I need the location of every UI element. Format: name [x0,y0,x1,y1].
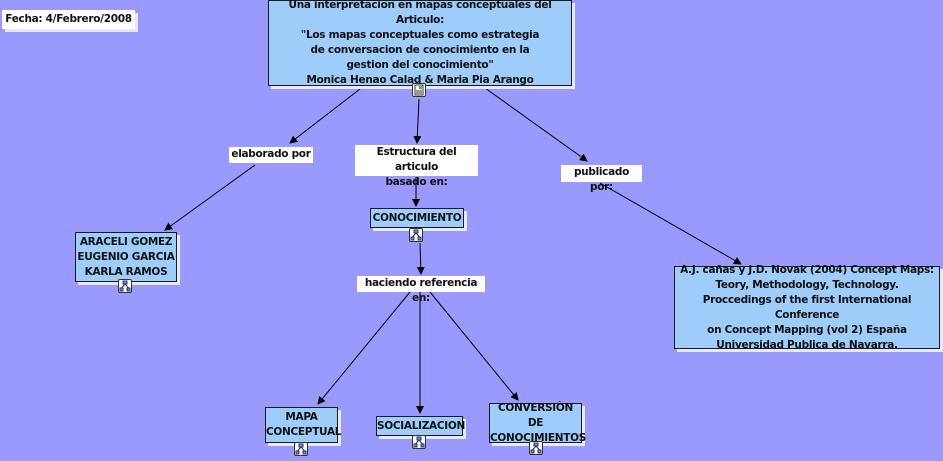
reference-line: on Concept Mapping (vol 2) España [707,323,907,336]
reference-line: Teory, Methodology, Technology. [715,278,899,291]
line-main-publicado [484,87,588,162]
link-elaborado-por[interactable]: elaborado por [229,147,313,163]
author-name: KARLA RAMOS [84,265,168,278]
main-line: de conversacion de conocimiento en la [310,44,530,56]
concept-authors[interactable]: ARACELI GOMEZ EUGENIO GARCIA KARLA RAMOS [75,232,177,282]
line-haciendo-mapa [317,291,411,405]
concept-line: CONCEPTUAL [266,426,342,438]
concept-map-icon[interactable] [529,441,543,455]
link-line: basado en: [385,176,448,188]
line-main-estructura [413,98,422,144]
concept-map-icon[interactable] [409,228,423,242]
author-name: ARACELI GOMEZ [79,235,173,248]
line-elaborado-authors [164,164,256,231]
line-haciendo-conversion [429,291,519,401]
concept-map-icon[interactable] [412,435,426,449]
line-main-elaborado [289,88,361,144]
reference-line: A.J. cañas y J.D. Novak (2004) Concept M… [680,263,934,276]
concept-conversion[interactable]: CONVERSIÒN DE CONOCIMIENTOS [489,401,587,444]
document-resource-icon[interactable] [412,83,426,97]
concept-conocimiento[interactable]: CONOCIMIENTO [370,208,464,228]
main-line: Monica Henao Calad & Maria Pia Arango [306,74,534,86]
concept-socializacion[interactable]: SOCIALIZACION [376,416,465,436]
line-conocimiento-haciendo [416,242,425,275]
concept-map-icon[interactable] [294,442,308,456]
link-line: Estructura del articulo [376,146,457,173]
concept-main-title[interactable]: Una interpretacion en mapas conceptuales… [268,0,572,86]
author-name: EUGENIO GARCIA [77,250,175,263]
link-haciendo-referencia[interactable]: haciendo referencia en: [357,276,485,304]
concept-mapa-conceptual[interactable]: MAPA CONCEPTUAL [265,407,342,443]
concept-reference[interactable]: A.J. cañas y J.D. Novak (2004) Concept M… [674,263,940,351]
link-estructura[interactable]: Estructura del articulo basado en: [355,145,478,188]
concept-map-icon[interactable] [118,279,132,293]
reference-line: Universidad Publica de Navarra. [716,338,898,351]
main-line: gestion del conocimiento" [346,59,494,71]
date-label: Fecha: 4/Febrero/2008 [2,10,135,29]
concept-line: CONOCIMIENTOS [490,431,587,444]
concept-line: MAPA [285,411,318,423]
main-line: "Los mapas conceptuales como estrategia [300,29,540,41]
line-publicado-reference [599,182,742,265]
concept-line: CONVERSIÒN DE [498,401,573,429]
reference-line: Proccedings of the first International C… [702,293,912,321]
link-publicado-por[interactable]: publicado por: [561,165,642,193]
main-line: Una interpretacion en mapas conceptuales… [288,0,552,26]
